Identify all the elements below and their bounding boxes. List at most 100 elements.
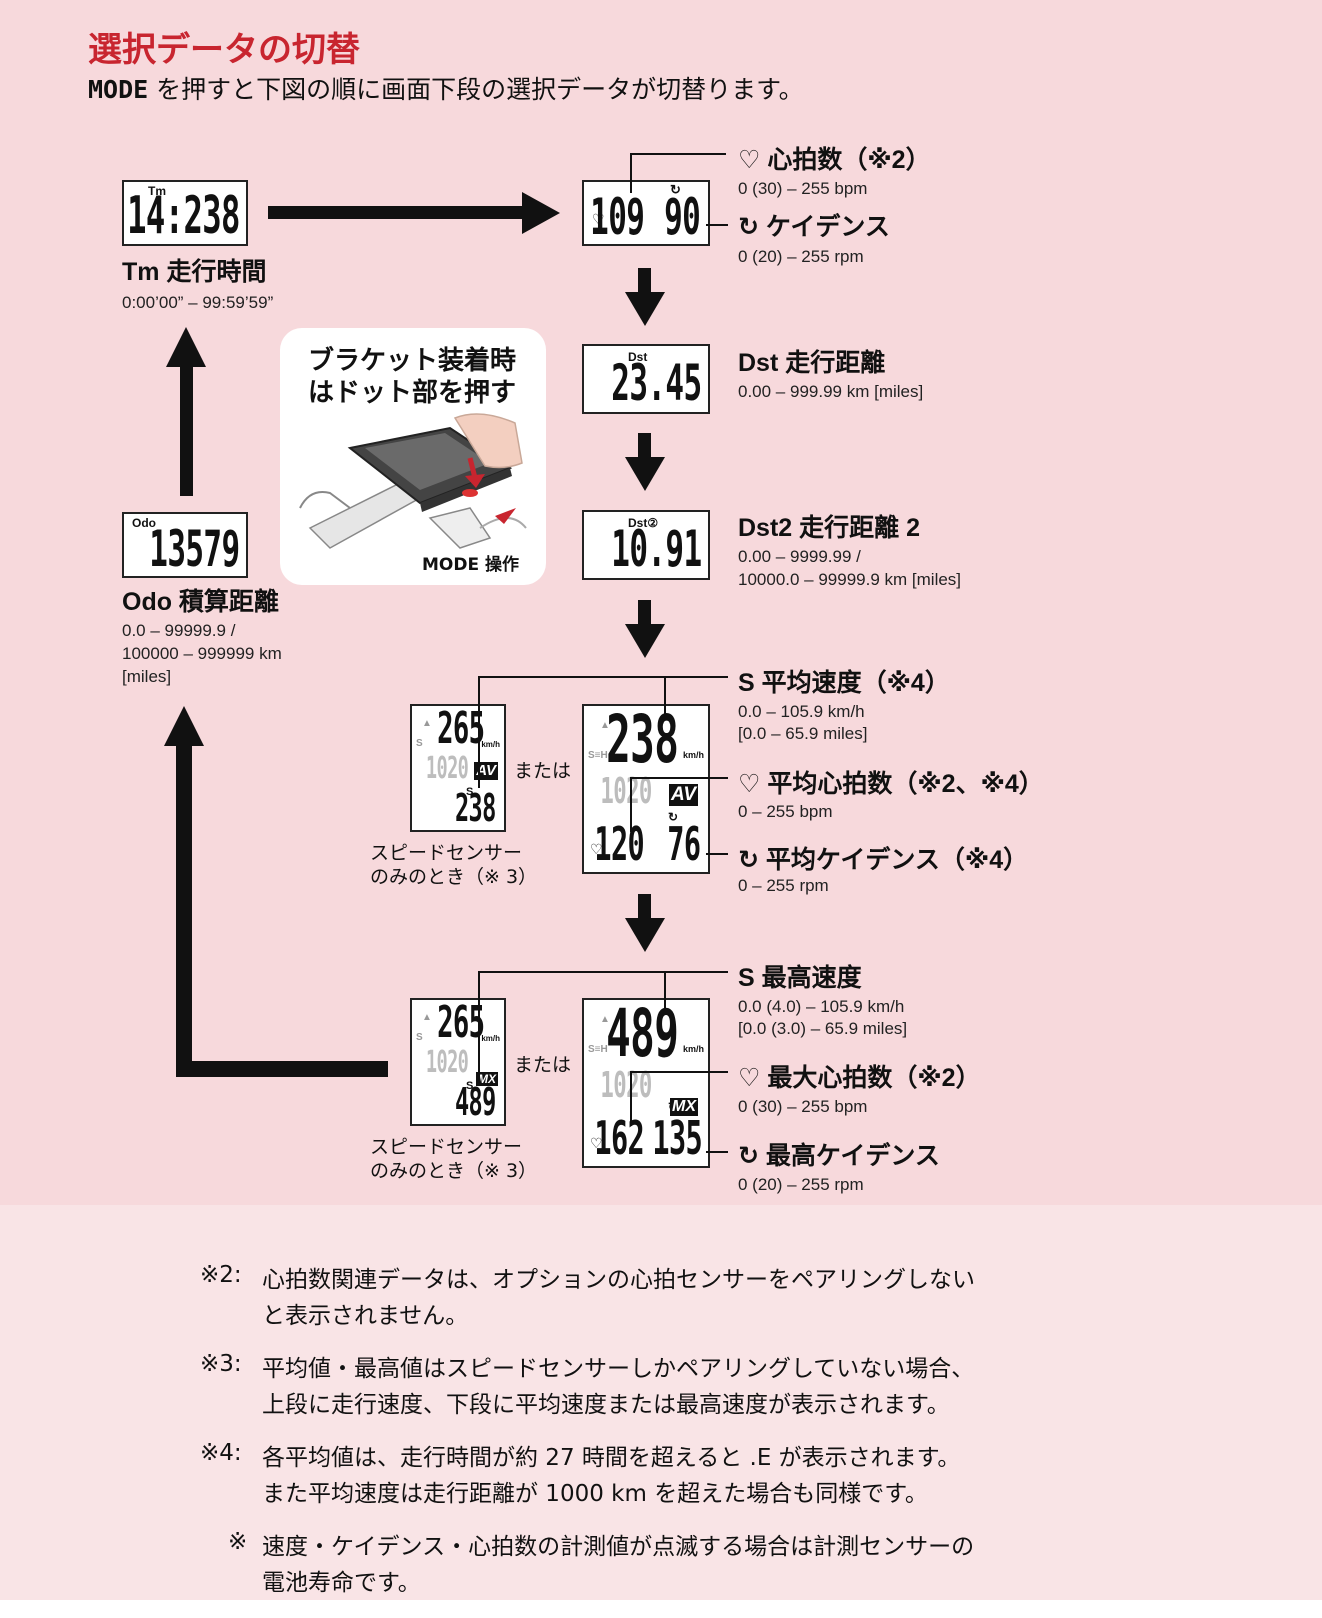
max-large-top: 489 bbox=[605, 998, 679, 1072]
footnote-key: ※ bbox=[228, 1529, 248, 1555]
odo-range-1: 0.0 – 99999.9 / bbox=[122, 621, 236, 640]
footnote-line: 上段に走行速度、下段に平均速度または最高速度が表示されます。 bbox=[262, 1392, 950, 1418]
tm-range: 0:00’00” – 99:59’59” bbox=[122, 293, 274, 312]
avg-speed-range-2: [0.0 – 65.9 miles] bbox=[738, 724, 868, 743]
cad-lcd-value: 90 bbox=[663, 188, 701, 246]
max-hr-range: 0 (30) – 255 bpm bbox=[738, 1097, 868, 1116]
footnote: ※ 速度・ケイデンス・心拍数の計測値が点滅する場合は計測センサーの 電池寿命です… bbox=[200, 1529, 975, 1601]
dst-lcd: Dst 23.45 bbox=[582, 344, 710, 414]
dst2-lcd-value: 10.91 bbox=[611, 520, 703, 578]
speed-only-2: のみのとき（※ 3） bbox=[370, 866, 538, 888]
leader-hr bbox=[630, 153, 632, 193]
cadence-icon: ↻ bbox=[738, 213, 766, 241]
page-subtitle: MODE を押すと下図の順に画面下段の選択データが切替ります。 bbox=[88, 70, 804, 106]
footnote: ※3: 平均値・最高値はスピードセンサーしかペアリングしていない場合、 上段に走… bbox=[200, 1351, 975, 1423]
heart-icon: ♡ bbox=[738, 770, 768, 798]
arrow-odo-to-tm bbox=[180, 364, 193, 496]
footnote: ※4: 各平均値は、走行時間が約 27 時間を超えると .E が表示されます。 … bbox=[200, 1440, 975, 1512]
hr-range: 0 (30) – 255 bpm bbox=[738, 179, 868, 198]
leader-avg-cad bbox=[706, 853, 728, 855]
arrow-up-indicator: ▲ bbox=[600, 1014, 610, 1025]
kmh-unit: km/h bbox=[682, 1044, 704, 1054]
arrow-head-down bbox=[625, 918, 665, 952]
avg-large-lcd: ▲ S≡H 238 km/h 1020 AV ♡ 120 ↻ 76 bbox=[582, 704, 710, 874]
avg-hr-label: ♡ 平均心拍数（※2、※4） bbox=[738, 770, 1044, 798]
bracket-line-2: はドット部を押す bbox=[308, 378, 517, 408]
footnote: ※2: 心拍数関連データは、オプションの心拍センサーをペアリングしない と表示さ… bbox=[200, 1262, 975, 1334]
odo-lcd: Odo 13579 bbox=[122, 512, 248, 578]
heart-icon: ♡ bbox=[738, 146, 768, 174]
footnote-key: ※2: bbox=[200, 1262, 242, 1288]
avg-badge: AV bbox=[474, 762, 498, 780]
speed-only-1: スピードセンサー bbox=[370, 1136, 523, 1158]
hrcad-lcd: ♡ 109 90 ↻ bbox=[582, 180, 710, 246]
notes-background bbox=[0, 1205, 1322, 1600]
dst2-range-1: 0.00 – 9999.99 / bbox=[738, 547, 861, 566]
tm-lcd-value: 14:238 bbox=[127, 186, 240, 246]
leader-max-h bbox=[478, 971, 728, 973]
heart-icon: ♡ bbox=[590, 1136, 603, 1152]
leader-max-hr-h bbox=[630, 1071, 728, 1073]
arrow-head-up bbox=[166, 327, 206, 367]
leader-max-small bbox=[478, 971, 480, 1083]
heart-icon: ♡ bbox=[738, 1064, 768, 1092]
arrow-max-to-odo-h bbox=[176, 1061, 388, 1077]
cadence-icon: ↻ bbox=[670, 182, 681, 197]
heart-icon: ♡ bbox=[590, 842, 603, 858]
arrow-up-indicator: ▲ bbox=[422, 718, 432, 729]
leader-avg-large bbox=[664, 676, 666, 716]
max-small-mid: 1020 bbox=[425, 1045, 469, 1080]
arrow-head-up bbox=[164, 706, 204, 746]
arrow-up-indicator: ▲ bbox=[600, 720, 610, 731]
footnote-key: ※3: bbox=[200, 1351, 242, 1377]
footnote-key: ※4: bbox=[200, 1440, 242, 1466]
max-large-right: 135 bbox=[652, 1111, 702, 1165]
avg-cad-label: ↻ 平均ケイデンス（※4） bbox=[738, 846, 1029, 874]
avg-badge: AV bbox=[669, 784, 698, 806]
footnote-line: また平均速度は走行距離が 1000 km を超えた場合も同様です。 bbox=[262, 1481, 928, 1507]
bracket-card: ブラケット装着時 はドット部を押す MODE 操作 bbox=[280, 328, 546, 585]
dst2-name: Dst2 走行距離 2 bbox=[738, 514, 920, 542]
tm-name: Tm 走行時間 bbox=[122, 258, 267, 286]
speed-only-2: のみのとき（※ 3） bbox=[370, 1160, 538, 1182]
cadence-icon: ↻ bbox=[668, 810, 679, 824]
max-speed-range-2: [0.0 (3.0) – 65.9 miles] bbox=[738, 1019, 908, 1038]
avg-speed-range-1: 0.0 – 105.9 km/h bbox=[738, 702, 865, 721]
hr-lcd-value: 109 bbox=[589, 188, 645, 246]
dst-range: 0.00 – 999.99 km [miles] bbox=[738, 382, 924, 401]
cad-label: ↻ ケイデンス bbox=[738, 213, 890, 241]
dst-name: Dst 走行距離 bbox=[738, 349, 886, 377]
odo-name: Odo 積算距離 bbox=[122, 588, 279, 616]
kmh-unit: km/h bbox=[481, 740, 500, 749]
heart-icon: ♡ bbox=[592, 212, 605, 228]
max-badge: MX bbox=[476, 1072, 498, 1086]
avg-speed-label: S 平均速度（※4） bbox=[738, 669, 950, 697]
arrow-down-4 bbox=[638, 894, 651, 920]
leader-avg-hr-h bbox=[630, 777, 728, 779]
max-hr-label: ♡ 最大心拍数（※2） bbox=[738, 1064, 981, 1092]
avg-cad-range: 0 – 255 rpm bbox=[738, 876, 829, 895]
arrow-max-to-odo-v bbox=[176, 742, 192, 1077]
mode-button-label: MODE bbox=[88, 75, 149, 104]
max-small-lcd: ▲ S 265 km/h 1020 S MX 489 bbox=[410, 998, 506, 1126]
arrow-head-down bbox=[625, 457, 665, 491]
arrow-tm-to-hr bbox=[268, 206, 524, 219]
arrow-up-indicator: ▲ bbox=[422, 1012, 432, 1023]
max-small-bottom: 489 bbox=[455, 1080, 496, 1124]
avg-small-mid: 1020 bbox=[425, 751, 469, 786]
cadence-icon: ↻ bbox=[738, 846, 766, 874]
avg-small-bottom: 238 bbox=[455, 786, 496, 830]
max-large-mid: 1020 bbox=[600, 1065, 653, 1106]
arrow-head-down bbox=[625, 624, 665, 658]
odo-lcd-value: 13579 bbox=[149, 520, 241, 578]
arrow-head-right bbox=[522, 192, 560, 234]
footnote-line: 電池寿命です。 bbox=[262, 1570, 421, 1596]
max-cad-range: 0 (20) – 255 rpm bbox=[738, 1175, 864, 1194]
leader-max-cad bbox=[706, 1151, 728, 1153]
speed-only-1: スピードセンサー bbox=[370, 842, 523, 864]
tm-lcd-label: Tm bbox=[148, 184, 166, 198]
footnotes: ※2: 心拍数関連データは、オプションの心拍センサーをペアリングしない と表示さ… bbox=[200, 1262, 975, 1618]
arrow-down-3 bbox=[638, 600, 651, 626]
odo-lcd-label: Odo bbox=[132, 516, 156, 530]
device-illustration bbox=[299, 413, 527, 549]
